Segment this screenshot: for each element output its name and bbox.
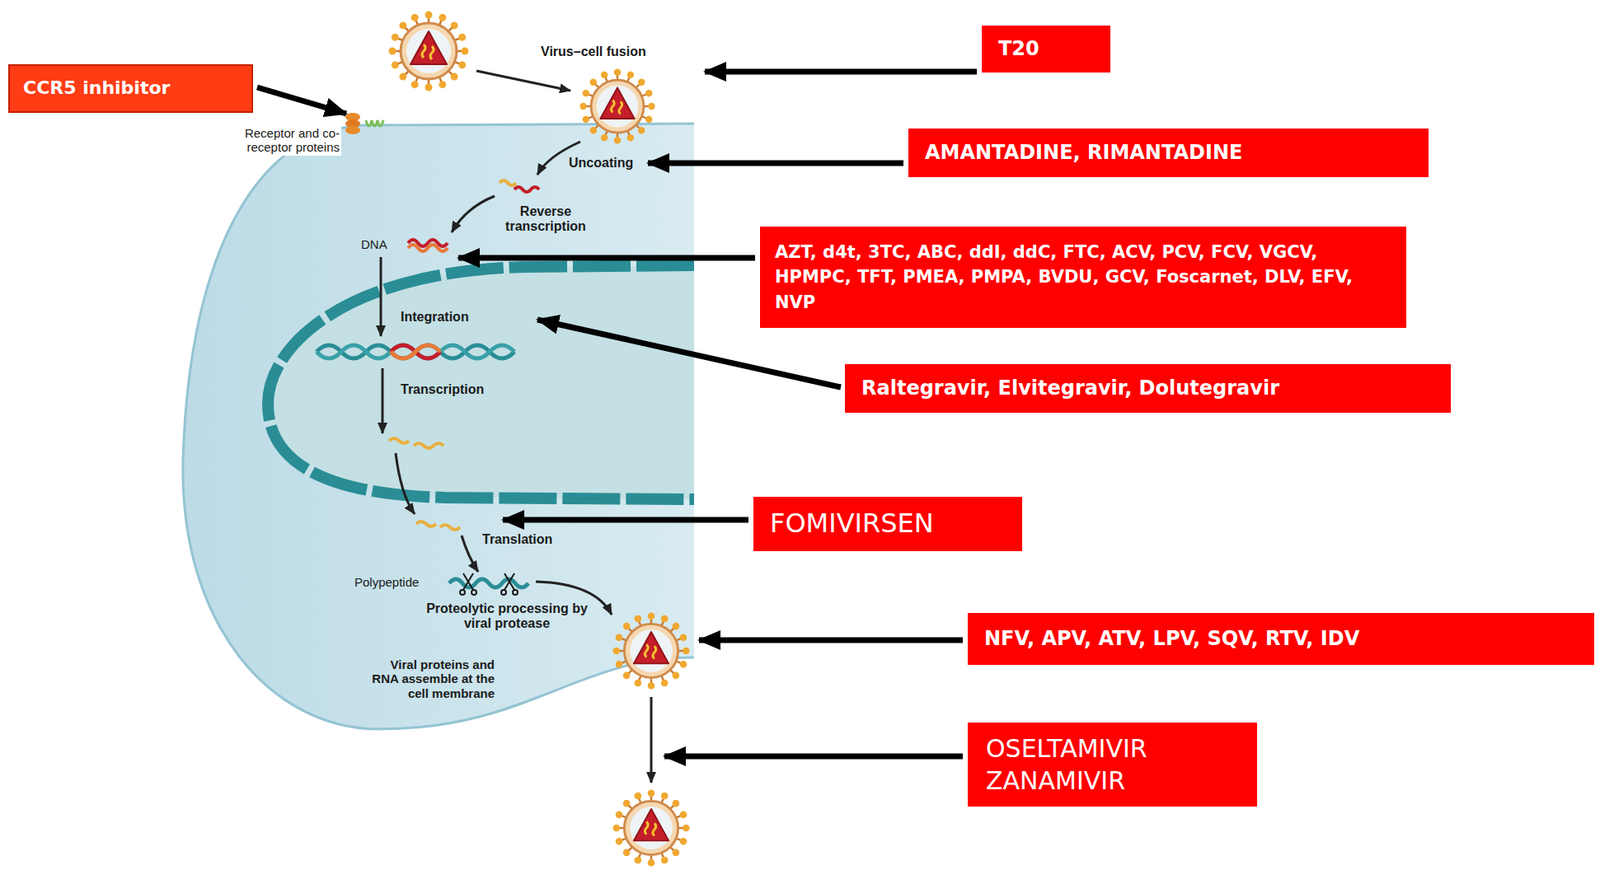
protease-scissors bbox=[501, 590, 507, 596]
step-arrow bbox=[650, 697, 653, 784]
receptor-protein bbox=[345, 126, 361, 135]
mrna bbox=[440, 525, 460, 531]
drug-box: FOMIVIRSEN bbox=[753, 497, 1023, 552]
step-arrow bbox=[476, 70, 571, 91]
leader-arrow bbox=[704, 69, 977, 76]
step-label: Polypeptide bbox=[354, 575, 419, 590]
step-arrow bbox=[380, 257, 383, 337]
host-dna bbox=[316, 345, 515, 359]
step-arrow bbox=[395, 453, 415, 515]
protease-scissors bbox=[459, 590, 465, 596]
budding-virion bbox=[612, 612, 690, 690]
drug-name: NFV, APV, ATV, LPV, SQV, RTV, IDV bbox=[984, 626, 1578, 653]
drug-box: Raltegravir, Elvitegravir, Dolutegravir bbox=[844, 364, 1451, 413]
integrated-provirus bbox=[390, 345, 441, 359]
leader-arrow bbox=[664, 754, 963, 761]
leader-arrow bbox=[647, 160, 904, 167]
protease-scissors bbox=[504, 573, 515, 591]
step-label: Uncoating bbox=[568, 155, 634, 171]
drug-name: AZT, d4t, 3TC, ABC, ddI, ddC, FTC, ACV, … bbox=[774, 239, 1392, 315]
viral-dna bbox=[408, 244, 448, 252]
protease-scissors bbox=[459, 573, 518, 596]
protease-scissors bbox=[463, 573, 474, 591]
drug-name: CCR5 inhibitor bbox=[23, 76, 239, 101]
drug-box: T20 bbox=[981, 25, 1111, 73]
step-label: Integration bbox=[400, 309, 470, 325]
step-label: Translation bbox=[482, 532, 553, 548]
leader-arrow bbox=[257, 71, 977, 757]
nucleus bbox=[267, 265, 695, 500]
virion bbox=[389, 11, 470, 92]
viral-rna bbox=[514, 187, 540, 193]
drug-name: AMANTADINE, RIMANTADINE bbox=[924, 140, 1413, 166]
leader-arrow bbox=[502, 517, 749, 524]
receptor-protein bbox=[345, 112, 361, 135]
polypeptide bbox=[449, 579, 529, 588]
nuclear-envelope bbox=[267, 265, 695, 500]
drug-box: AMANTADINE, RIMANTADINE bbox=[908, 128, 1429, 178]
step-label: Viral proteins and RNA assemble at the c… bbox=[362, 657, 495, 701]
protease-scissors bbox=[512, 590, 518, 596]
integrated-provirus bbox=[390, 345, 441, 359]
step-arrow bbox=[381, 368, 385, 434]
fusing-virion bbox=[579, 68, 655, 144]
host-cell bbox=[182, 123, 695, 730]
leader-arrow bbox=[537, 319, 841, 388]
drug-name: FOMIVIRSEN bbox=[769, 506, 1006, 542]
drug-box: NFV, APV, ATV, LPV, SQV, RTV, IDV bbox=[967, 613, 1595, 666]
drug-name: T20 bbox=[998, 36, 1094, 62]
step-label: Proteolytic processing by viral protease bbox=[412, 601, 602, 633]
step-arrow bbox=[461, 535, 479, 573]
mrna bbox=[416, 521, 437, 527]
protease-scissors bbox=[504, 573, 515, 591]
step-label: DNA bbox=[361, 237, 388, 252]
released-virion bbox=[612, 789, 690, 867]
leader-arrow bbox=[458, 255, 756, 262]
step-label: Receptor and co-receptor proteins bbox=[212, 125, 342, 156]
step-label: Reverse transcription bbox=[496, 204, 596, 235]
step-label: Transcription bbox=[400, 382, 484, 398]
drug-name: OSELTAMIVIR ZANAMIVIR bbox=[985, 732, 1239, 798]
mrna bbox=[389, 438, 409, 444]
drug-box: AZT, d4t, 3TC, ABC, ddI, ddC, FTC, ACV, … bbox=[760, 226, 1407, 329]
mrna bbox=[413, 443, 444, 449]
drug-name: Raltegravir, Elvitegravir, Dolutegravir bbox=[861, 375, 1435, 402]
protease-scissors bbox=[463, 573, 474, 591]
drug-box: CCR5 inhibitor bbox=[8, 64, 254, 113]
drug-box: OSELTAMIVIR ZANAMIVIR bbox=[967, 722, 1258, 808]
leader-arrow bbox=[257, 87, 347, 114]
cell-membrane bbox=[182, 123, 695, 730]
host-dna bbox=[316, 345, 515, 359]
viral-rna bbox=[499, 180, 517, 186]
leader-arrow bbox=[699, 638, 963, 644]
step-arrow bbox=[451, 196, 495, 233]
protease-scissors bbox=[471, 590, 477, 596]
step-label: Virus–cell fusion bbox=[540, 44, 647, 60]
co-receptor-protein bbox=[365, 120, 384, 127]
